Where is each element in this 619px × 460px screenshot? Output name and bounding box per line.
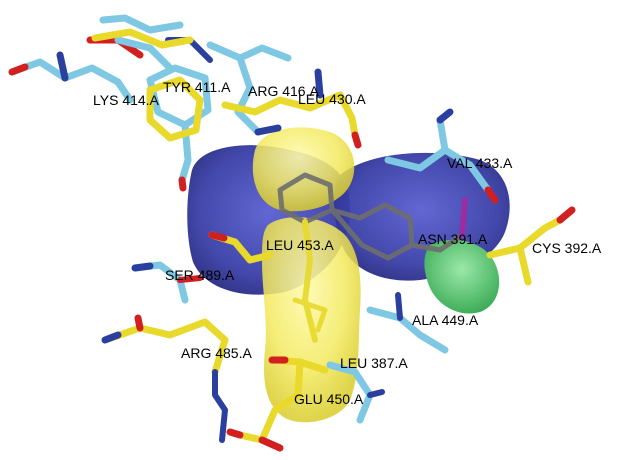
label-asn391: ASN 391.A xyxy=(418,231,488,247)
residue-glu450-sticks xyxy=(226,356,329,452)
label-glu450: GLU 450.A xyxy=(294,391,364,407)
residue-arg416-sticks xyxy=(206,41,292,136)
label-leu430: LEU 430.A xyxy=(298,91,366,107)
label-ser489: SER 489.A xyxy=(165,267,235,283)
label-leu387: LEU 387.A xyxy=(340,355,408,371)
residue-lys414-sticks xyxy=(8,36,174,104)
residue-leu387-sticks xyxy=(326,361,385,424)
label-tyr411: TYR 411.A xyxy=(163,79,231,95)
residue-val433-sticks xyxy=(384,108,499,204)
label-cys392: CYS 392.A xyxy=(532,240,602,256)
label-leu453: LEU 453.A xyxy=(266,237,334,253)
label-arg416: ARG 416.A xyxy=(248,83,319,99)
residue-ser489-sticks xyxy=(131,261,203,304)
label-lys414: LYS 414.A xyxy=(93,92,159,108)
label-ala449: ALA 449.A xyxy=(412,312,479,328)
residue-ala449-sticks xyxy=(366,292,449,354)
residue-arg485-sticks xyxy=(101,314,229,443)
label-arg485: ARG 485.A xyxy=(181,345,252,361)
ligand-sticks xyxy=(277,172,468,343)
label-val433: VAL 433.A xyxy=(447,155,513,171)
green-surface xyxy=(424,239,500,314)
residue-yellow-top-sticks xyxy=(91,28,362,149)
residue-cys392-sticks xyxy=(486,206,576,286)
residue-leu453-sticks xyxy=(208,231,274,264)
